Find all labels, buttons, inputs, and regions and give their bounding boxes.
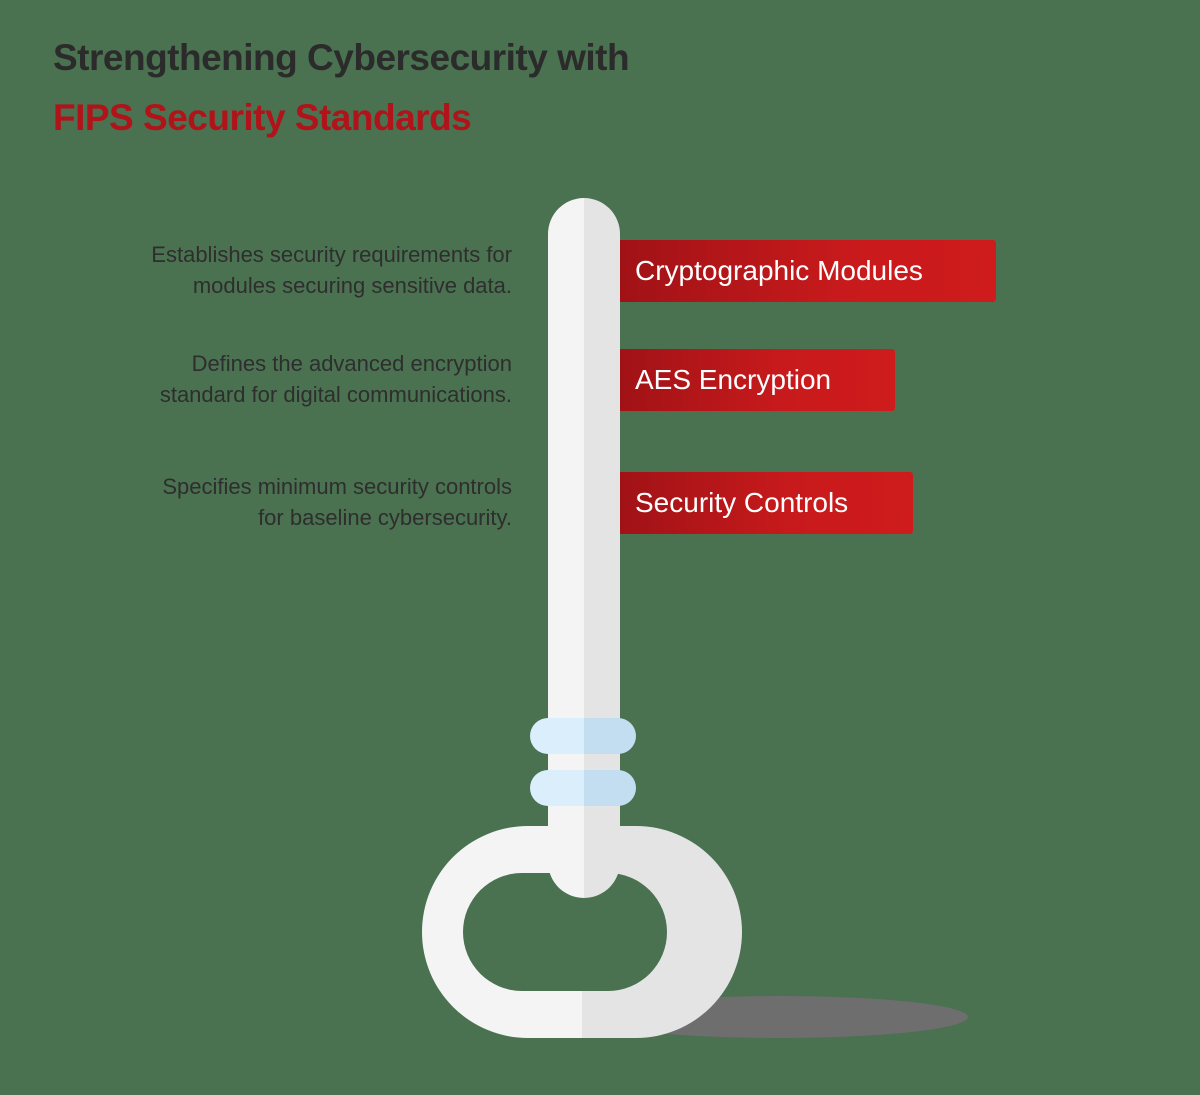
key-ring-upper xyxy=(530,718,636,754)
description-line: standard for digital communications. xyxy=(159,382,512,407)
description-line: for baseline cybersecurity. xyxy=(258,505,512,530)
title-line-1: Strengthening Cybersecurity with xyxy=(53,37,630,78)
banner-aes-encryption: AES Encryption xyxy=(618,349,895,411)
description-line: Defines the advanced encryption xyxy=(191,351,512,376)
description-line: Establishes security requirements for xyxy=(151,242,512,267)
description-line: Specifies minimum security controls xyxy=(162,474,512,499)
description-aes-encryption: Defines the advanced encryption standard… xyxy=(72,348,512,410)
description-line: modules securing sensitive data. xyxy=(192,273,512,298)
banner-cryptographic-modules: Cryptographic Modules xyxy=(618,240,996,302)
description-security-controls: Specifies minimum security controls for … xyxy=(72,471,512,533)
key-ring-lower xyxy=(530,770,636,806)
title-line-2: FIPS Security Standards xyxy=(53,97,472,138)
banner-security-controls: Security Controls xyxy=(618,472,913,534)
description-cryptographic-modules: Establishes security requirements for mo… xyxy=(72,239,512,301)
